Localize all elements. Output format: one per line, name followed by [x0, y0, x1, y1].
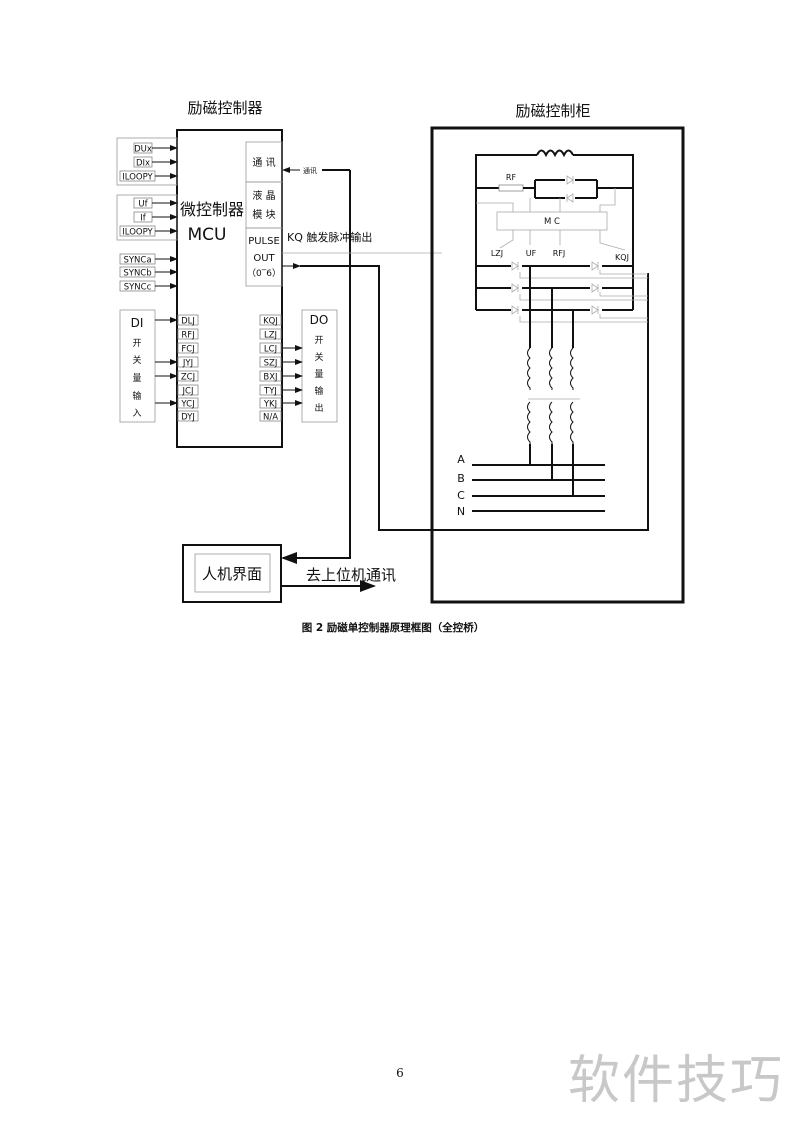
lcd-module-label-2: 模 块	[252, 209, 275, 221]
di-signal: DYJ	[181, 413, 195, 423]
di-signal: RFJ	[181, 331, 194, 341]
phase-c-label: C	[457, 489, 465, 502]
mc-label: M C	[544, 217, 560, 227]
di-signal: JYJ	[182, 359, 193, 369]
cabinet-title: 励磁控制柜	[515, 102, 590, 120]
do-char: 量	[314, 369, 323, 380]
thyristor-icon	[591, 261, 599, 271]
diode-icon	[566, 193, 574, 203]
mcu-name-cn: 微控制器	[180, 200, 244, 219]
rfj-label: RFJ	[553, 249, 566, 258]
comm-line-label: 通讯	[303, 166, 317, 175]
di-signal: FCJ	[181, 345, 194, 355]
pulse-out-module	[245, 227, 283, 287]
phase-a-label: A	[457, 453, 465, 466]
rf-label: RF	[506, 173, 517, 182]
di-char: 入	[132, 408, 141, 419]
di-char: 量	[132, 373, 141, 384]
cabinet-box	[430, 126, 685, 604]
do-title: DO	[310, 313, 329, 327]
input-synca: SYNCa	[123, 256, 151, 266]
resistor-rf-icon	[498, 184, 524, 192]
pulse-output-label: KQ 触发脉冲输出	[287, 230, 372, 244]
do-char: 开	[314, 335, 323, 346]
input-dux: DUx	[134, 145, 152, 155]
upper-comm-label: 去上位机通讯	[306, 566, 396, 584]
do-signal-labels: KQJ LZJ LCJ SZJ BXJ TYJ YKJ N/A	[259, 314, 282, 423]
neutral-label: N	[457, 505, 465, 518]
comm-line	[281, 170, 351, 564]
phase-b-label: B	[457, 472, 465, 485]
thyristor-row	[476, 305, 633, 315]
di-char: 开	[132, 338, 141, 349]
input-iloopy-1: ILOOPY	[122, 173, 153, 183]
do-block	[301, 309, 338, 423]
do-signal: SZJ	[264, 359, 278, 369]
input-uf: Uf	[138, 200, 148, 210]
do-signal: TYJ	[263, 387, 277, 397]
three-phase-bus: A B C N	[457, 453, 605, 518]
pulse-label-2: OUT	[253, 253, 275, 264]
thyristor-row	[476, 261, 633, 271]
uf-label: UF	[526, 249, 537, 258]
pulse-output-line	[300, 265, 649, 531]
di-signal: JCJ	[182, 387, 194, 397]
thyristor-icon	[511, 261, 519, 271]
di-block	[119, 309, 156, 423]
kqj-label: KQJ	[615, 253, 629, 262]
input-syncc: SYNCc	[124, 283, 152, 293]
do-signal: LZJ	[264, 331, 277, 341]
input-syncb: SYNCb	[123, 269, 151, 279]
lcd-module	[245, 181, 283, 229]
bridge-circuit: RF M C LZJ UF RFJ KQJ	[457, 149, 648, 518]
controller-title: 励磁控制器	[187, 99, 262, 117]
input-if: If	[140, 214, 147, 224]
figure-caption: 图 2 励磁单控制器原理框图（全控桥）	[302, 621, 485, 634]
page-number: 6	[396, 1066, 404, 1080]
mc-box	[496, 211, 608, 231]
diode-icon	[566, 175, 574, 185]
inductor-icon	[536, 149, 574, 158]
do-char: 出	[314, 402, 323, 414]
thyristor-icon	[591, 283, 599, 293]
thyristor-icon	[511, 283, 519, 293]
di-signal: YCJ	[180, 400, 194, 410]
hmi-label: 人机界面	[202, 565, 262, 583]
do-signal: BXJ	[263, 373, 277, 383]
do-char: 输	[314, 385, 323, 397]
di-signal-labels: DLJ RFJ FCJ JYJ ZCJ JCJ YCJ DYJ	[177, 314, 199, 423]
pulse-label-3: （0‾6）	[247, 268, 281, 279]
di-char: 输	[132, 390, 141, 402]
watermark: 软件技巧	[568, 1051, 785, 1111]
lzj-label: LZJ	[491, 249, 503, 258]
do-signal: LCJ	[264, 345, 277, 355]
input-dix: DIx	[136, 159, 150, 169]
comm-module-label: 通 讯	[252, 157, 275, 169]
do-signal: N/A	[263, 413, 278, 423]
transformer-icon	[527, 347, 574, 444]
di-signal: DLJ	[181, 317, 195, 327]
lcd-module-label-1: 液 晶	[252, 189, 275, 202]
thyristor-row	[476, 283, 633, 293]
pulse-label-1: PULSE	[248, 236, 280, 247]
do-signal: KQJ	[263, 317, 278, 327]
mcu-name-en: MCU	[188, 225, 227, 245]
thyristor-icon	[591, 305, 599, 315]
do-char: 关	[314, 351, 323, 363]
thyristor-icon	[511, 305, 519, 315]
di-signal: ZCJ	[181, 373, 195, 383]
input-iloopy-2: ILOOPY	[122, 228, 153, 238]
di-char: 关	[132, 354, 141, 366]
di-title: DI	[131, 316, 144, 330]
hmi-box	[182, 544, 282, 603]
do-signal: YKJ	[263, 400, 277, 410]
